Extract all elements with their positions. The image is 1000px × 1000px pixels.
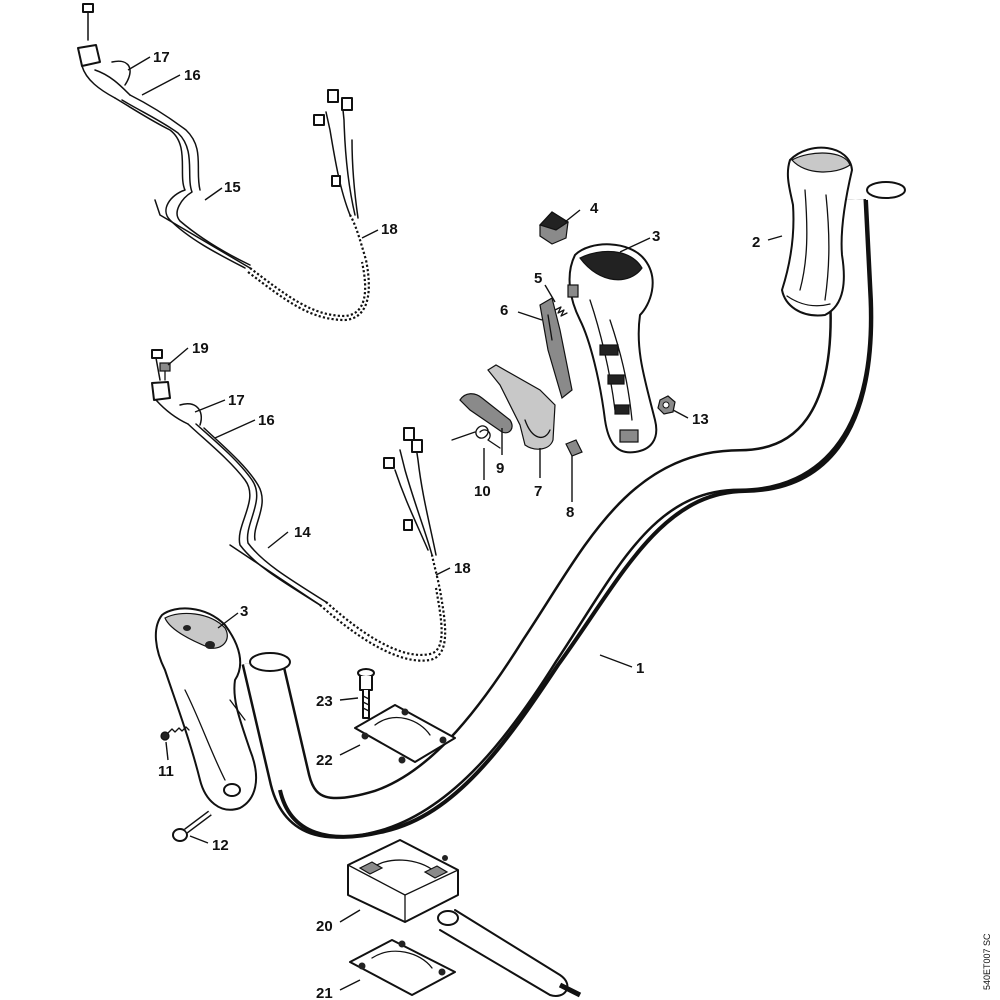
tube-end-left (249, 652, 291, 672)
callout-17-upper: 17 (153, 49, 170, 66)
callout-16-lower: 16 (258, 412, 275, 429)
hex-nut (657, 395, 676, 415)
callout-18-lower: 18 (454, 560, 471, 577)
wiring-harness-upper (77, 3, 370, 322)
callout-labels: 1 2 3 3 4 5 6 7 8 9 10 11 12 13 14 15 16… (153, 49, 760, 1000)
callout-10: 10 (474, 483, 491, 500)
callout-17-lower: 17 (228, 392, 245, 409)
clamp-block (347, 839, 459, 923)
throttle-lever (459, 393, 513, 434)
callout-6: 6 (500, 302, 508, 319)
set-screw (565, 439, 583, 457)
callout-11: 11 (158, 763, 174, 780)
spring-screw (160, 726, 190, 741)
small-screw (159, 362, 171, 381)
throttle-trigger (487, 364, 556, 450)
callout-23: 23 (316, 693, 333, 710)
callout-3-lower: 3 (240, 603, 248, 620)
long-screw (172, 810, 212, 842)
drawing-reference: 540ET007 SC (982, 933, 992, 990)
torsion-spring (451, 425, 501, 449)
upper-clamp (354, 704, 456, 764)
handlebar-tube (241, 181, 906, 839)
switch-knob (538, 211, 570, 245)
lower-clamp (349, 939, 456, 996)
control-handle-housing (567, 243, 658, 454)
callout-19: 19 (192, 340, 209, 357)
rear-handle-housing (154, 607, 258, 811)
callout-20: 20 (316, 918, 333, 935)
callout-12: 12 (212, 837, 229, 854)
callout-21: 21 (316, 985, 333, 1000)
callout-9: 9 (496, 460, 504, 477)
tube-end-right (866, 181, 906, 199)
callout-3-upper: 3 (652, 228, 660, 245)
grip-sleeve (781, 146, 853, 317)
callout-15: 15 (224, 179, 241, 196)
callout-16-upper: 16 (184, 67, 201, 84)
drive-tube (437, 909, 582, 998)
callout-18-upper: 18 (381, 221, 398, 238)
callout-8: 8 (566, 504, 574, 521)
leader-lines (127, 56, 783, 991)
callout-2: 2 (752, 234, 760, 251)
wiring-harness-lower (151, 349, 447, 662)
callout-22: 22 (316, 752, 333, 769)
callout-13: 13 (692, 411, 709, 428)
callout-7: 7 (534, 483, 542, 500)
callout-14: 14 (294, 524, 311, 541)
small-spring (554, 306, 568, 317)
callout-4: 4 (590, 200, 599, 217)
callout-5: 5 (534, 270, 542, 287)
clamp-bolt (357, 668, 375, 719)
callout-1: 1 (636, 660, 644, 677)
